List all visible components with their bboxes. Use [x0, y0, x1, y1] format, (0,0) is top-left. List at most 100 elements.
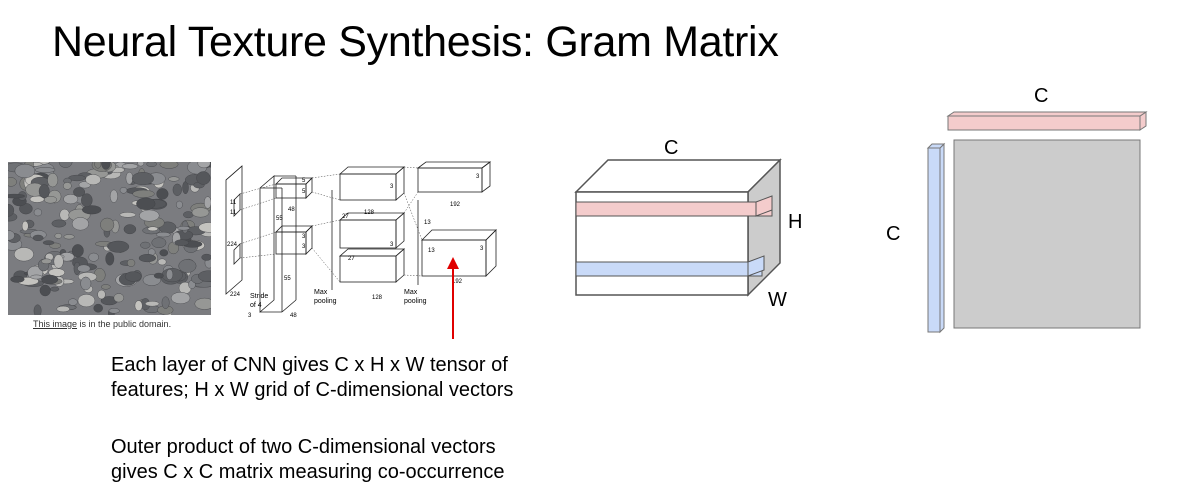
paragraph-tensor-line-1: Each layer of CNN gives C x H x W tensor…	[111, 354, 508, 376]
pebble	[147, 226, 159, 232]
pebble	[198, 270, 211, 282]
cnn-num-3e: 3	[390, 242, 394, 248]
cnn-num-5b: 5	[302, 189, 306, 195]
pebble	[201, 253, 211, 261]
paragraph-tensor-line-2: features; H x W grid of C-dimensional ve…	[111, 379, 514, 401]
pebble	[33, 304, 42, 315]
pebble	[50, 286, 60, 292]
pebble	[113, 293, 125, 303]
pebble	[47, 173, 59, 188]
gram-vector-red	[947, 115, 1141, 131]
pebble	[8, 177, 17, 187]
gram-label-c-top: C	[1034, 85, 1048, 107]
pebble	[131, 172, 154, 186]
pebble	[198, 222, 211, 233]
pebble	[63, 182, 72, 190]
pebble	[93, 303, 103, 313]
cnn-num-128b: 128	[372, 295, 383, 301]
pebble	[204, 196, 211, 209]
cnn-num-13b: 13	[428, 248, 435, 254]
slide-title: Neural Texture Synthesis: Gram Matrix	[52, 18, 779, 66]
gram-vector-blue	[927, 147, 941, 333]
cnn-num-13a: 13	[424, 220, 431, 226]
pebble	[123, 224, 137, 235]
pebble	[14, 163, 36, 179]
pebble	[178, 259, 197, 273]
pebble	[101, 284, 111, 290]
pebble	[54, 233, 62, 239]
pebble	[151, 237, 167, 248]
cnn-num-3d: 3	[390, 184, 394, 190]
pebble	[136, 197, 156, 210]
cnn-num-192a: 192	[450, 202, 461, 208]
cnn-num-3a: 3	[248, 313, 252, 319]
pebble	[8, 193, 25, 199]
pebble	[170, 291, 191, 304]
cnn-num-48a: 48	[288, 207, 295, 213]
pebble	[146, 162, 157, 167]
tensor-diagram: C H W	[574, 137, 802, 311]
pebble	[119, 212, 137, 218]
conv2-upper	[339, 173, 397, 201]
conv3-upper	[417, 167, 483, 193]
pebble	[119, 187, 128, 194]
pebble	[101, 162, 111, 170]
cnn-numbers: 11 11 224 224 3 5 5 3 3 48 55 55 27 27 1…	[227, 174, 484, 319]
cnn-num-11b: 11	[230, 210, 237, 216]
pebble	[159, 249, 169, 257]
cnn-num-224a: 224	[227, 242, 238, 248]
pebble	[80, 276, 92, 291]
cnn-num-3b: 3	[302, 234, 306, 240]
pebble	[121, 163, 139, 170]
pebble	[126, 259, 136, 267]
pebble	[172, 183, 182, 196]
gram-matrix-square	[953, 139, 1141, 329]
tensor-label-w: W	[768, 289, 787, 311]
gram-matrix-diagram: C C	[886, 85, 1148, 334]
red-arrow	[447, 257, 459, 339]
pebble	[168, 176, 180, 182]
pebble	[77, 294, 96, 308]
pebble	[174, 239, 189, 246]
pebble	[38, 184, 50, 199]
pebble	[166, 269, 174, 280]
pebble	[41, 274, 59, 285]
pebble	[88, 252, 99, 262]
paragraph-outer-line-2: gives C x C matrix measuring co-occurren…	[111, 461, 505, 483]
pooling-label-1a: Max	[314, 289, 328, 296]
tensor-row-red	[575, 201, 773, 217]
pooling-label-1b: pooling	[314, 298, 337, 305]
pebble	[156, 188, 169, 200]
pebble	[109, 189, 118, 203]
pebble	[32, 234, 44, 242]
cnn-num-192b: 192	[452, 279, 463, 285]
cnn-num-3f: 3	[476, 174, 480, 180]
tensor-row-blue	[575, 261, 763, 277]
image-credit: This image is in the public domain.	[33, 319, 171, 329]
pebble	[161, 296, 170, 309]
pebble	[71, 244, 84, 258]
cnn-num-3c: 3	[302, 244, 306, 250]
pebble	[73, 187, 86, 197]
pebble	[155, 231, 171, 238]
pebble	[48, 268, 65, 277]
cnn-num-27b: 27	[348, 256, 355, 262]
pebble	[39, 284, 51, 297]
cnn-architecture-diagram: 11 11 224 224 3 5 5 3 3 48 55 55 27 27 1…	[225, 161, 497, 319]
image-credit-text: is in the public domain.	[77, 319, 172, 329]
cnn-num-27a: 27	[342, 214, 349, 220]
cnn-num-128a: 128	[364, 210, 375, 216]
pebble	[56, 305, 70, 313]
cnn-num-55b: 55	[284, 276, 291, 282]
cnn-num-3g: 3	[480, 246, 484, 252]
pebble	[13, 247, 34, 262]
pebble	[157, 258, 167, 266]
image-credit-link[interactable]: This image	[33, 319, 78, 329]
pebble	[194, 297, 211, 310]
pebble	[30, 274, 43, 280]
cnn-num-11a: 11	[230, 200, 237, 206]
pebble	[81, 205, 102, 215]
cnn-num-224b: 224	[230, 292, 241, 298]
pebble	[138, 254, 156, 263]
pebble	[159, 162, 179, 169]
